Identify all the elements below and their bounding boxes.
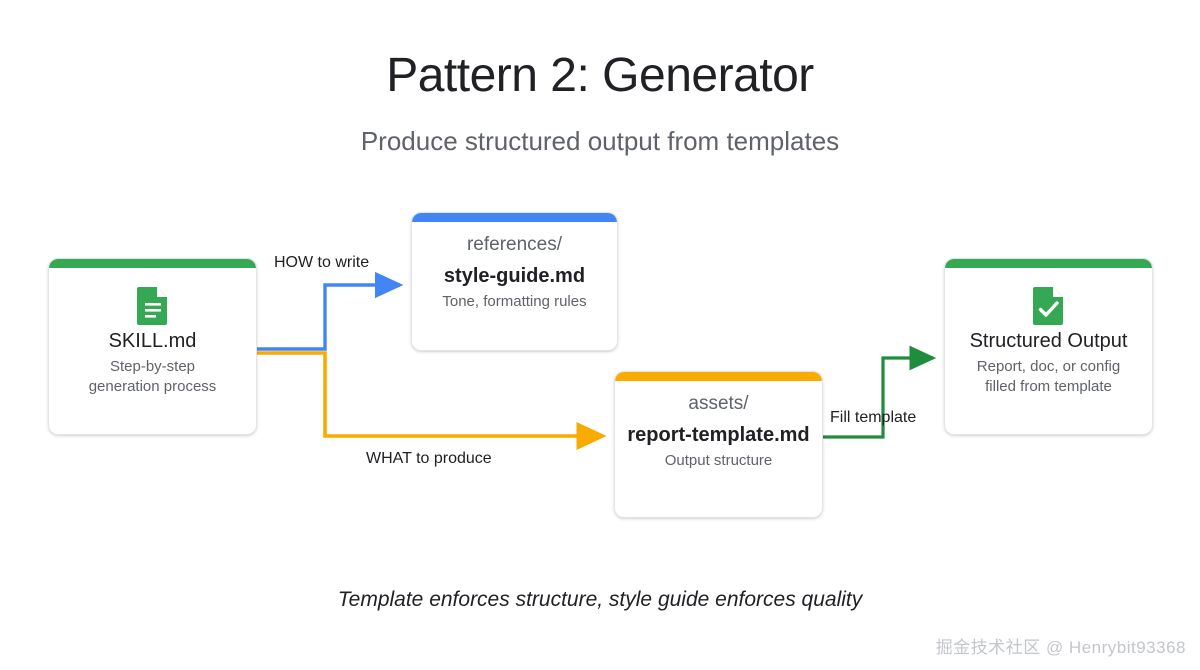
node-skill-md[interactable]: SKILL.md Step-by-step generation process (48, 258, 257, 435)
node-subtitle-line1: Tone, formatting rules (442, 292, 587, 310)
node-body: references/ style-guide.md Tone, formatt… (412, 233, 617, 311)
node-accent-bar (49, 259, 256, 268)
node-title: report-template.md (627, 423, 810, 446)
edge-label-fill-template: Fill template (830, 409, 917, 426)
node-body: SKILL.md Step-by-step generation process (49, 281, 256, 397)
node-body: Structured Output Report, doc, or config… (945, 281, 1152, 397)
edge-label-how-to-write: HOW to write (274, 254, 370, 271)
footer-caption: Template enforces structure, style guide… (337, 588, 863, 611)
node-accent-bar (615, 372, 822, 381)
document-check-icon (955, 285, 1142, 325)
node-title: Structured Output (969, 330, 1128, 352)
node-path: references/ (466, 234, 563, 255)
node-subtitle-line1: Output structure (664, 451, 773, 469)
node-title: style-guide.md (443, 264, 586, 287)
watermark: 掘金技术社区 @ Henrybit93368 (935, 638, 1186, 657)
node-body: assets/ report-template.md Output struct… (615, 392, 822, 470)
page-title: Pattern 2: Generator (386, 49, 814, 102)
node-accent-bar (945, 259, 1152, 268)
document-icon (59, 285, 246, 325)
page-subtitle: Produce structured output from templates (360, 126, 840, 156)
node-report-template-md[interactable]: assets/ report-template.md Output struct… (614, 371, 823, 518)
node-structured-output[interactable]: Structured Output Report, doc, or config… (944, 258, 1153, 435)
node-path: assets/ (688, 393, 749, 414)
edge-label-what-to-produce: WHAT to produce (366, 450, 492, 467)
node-subtitle-line1: Report, doc, or config (976, 358, 1121, 375)
edge-how-to-write (257, 271, 404, 351)
node-title: SKILL.md (108, 330, 197, 352)
node-subtitle-line1: Step-by-step (109, 358, 196, 375)
node-subtitle-line2: generation process (88, 377, 217, 395)
node-accent-bar (412, 213, 617, 222)
node-style-guide-md[interactable]: references/ style-guide.md Tone, formatt… (411, 212, 618, 351)
edge-what-to-produce (257, 351, 607, 451)
node-subtitle-line2: filled from template (985, 377, 1112, 395)
